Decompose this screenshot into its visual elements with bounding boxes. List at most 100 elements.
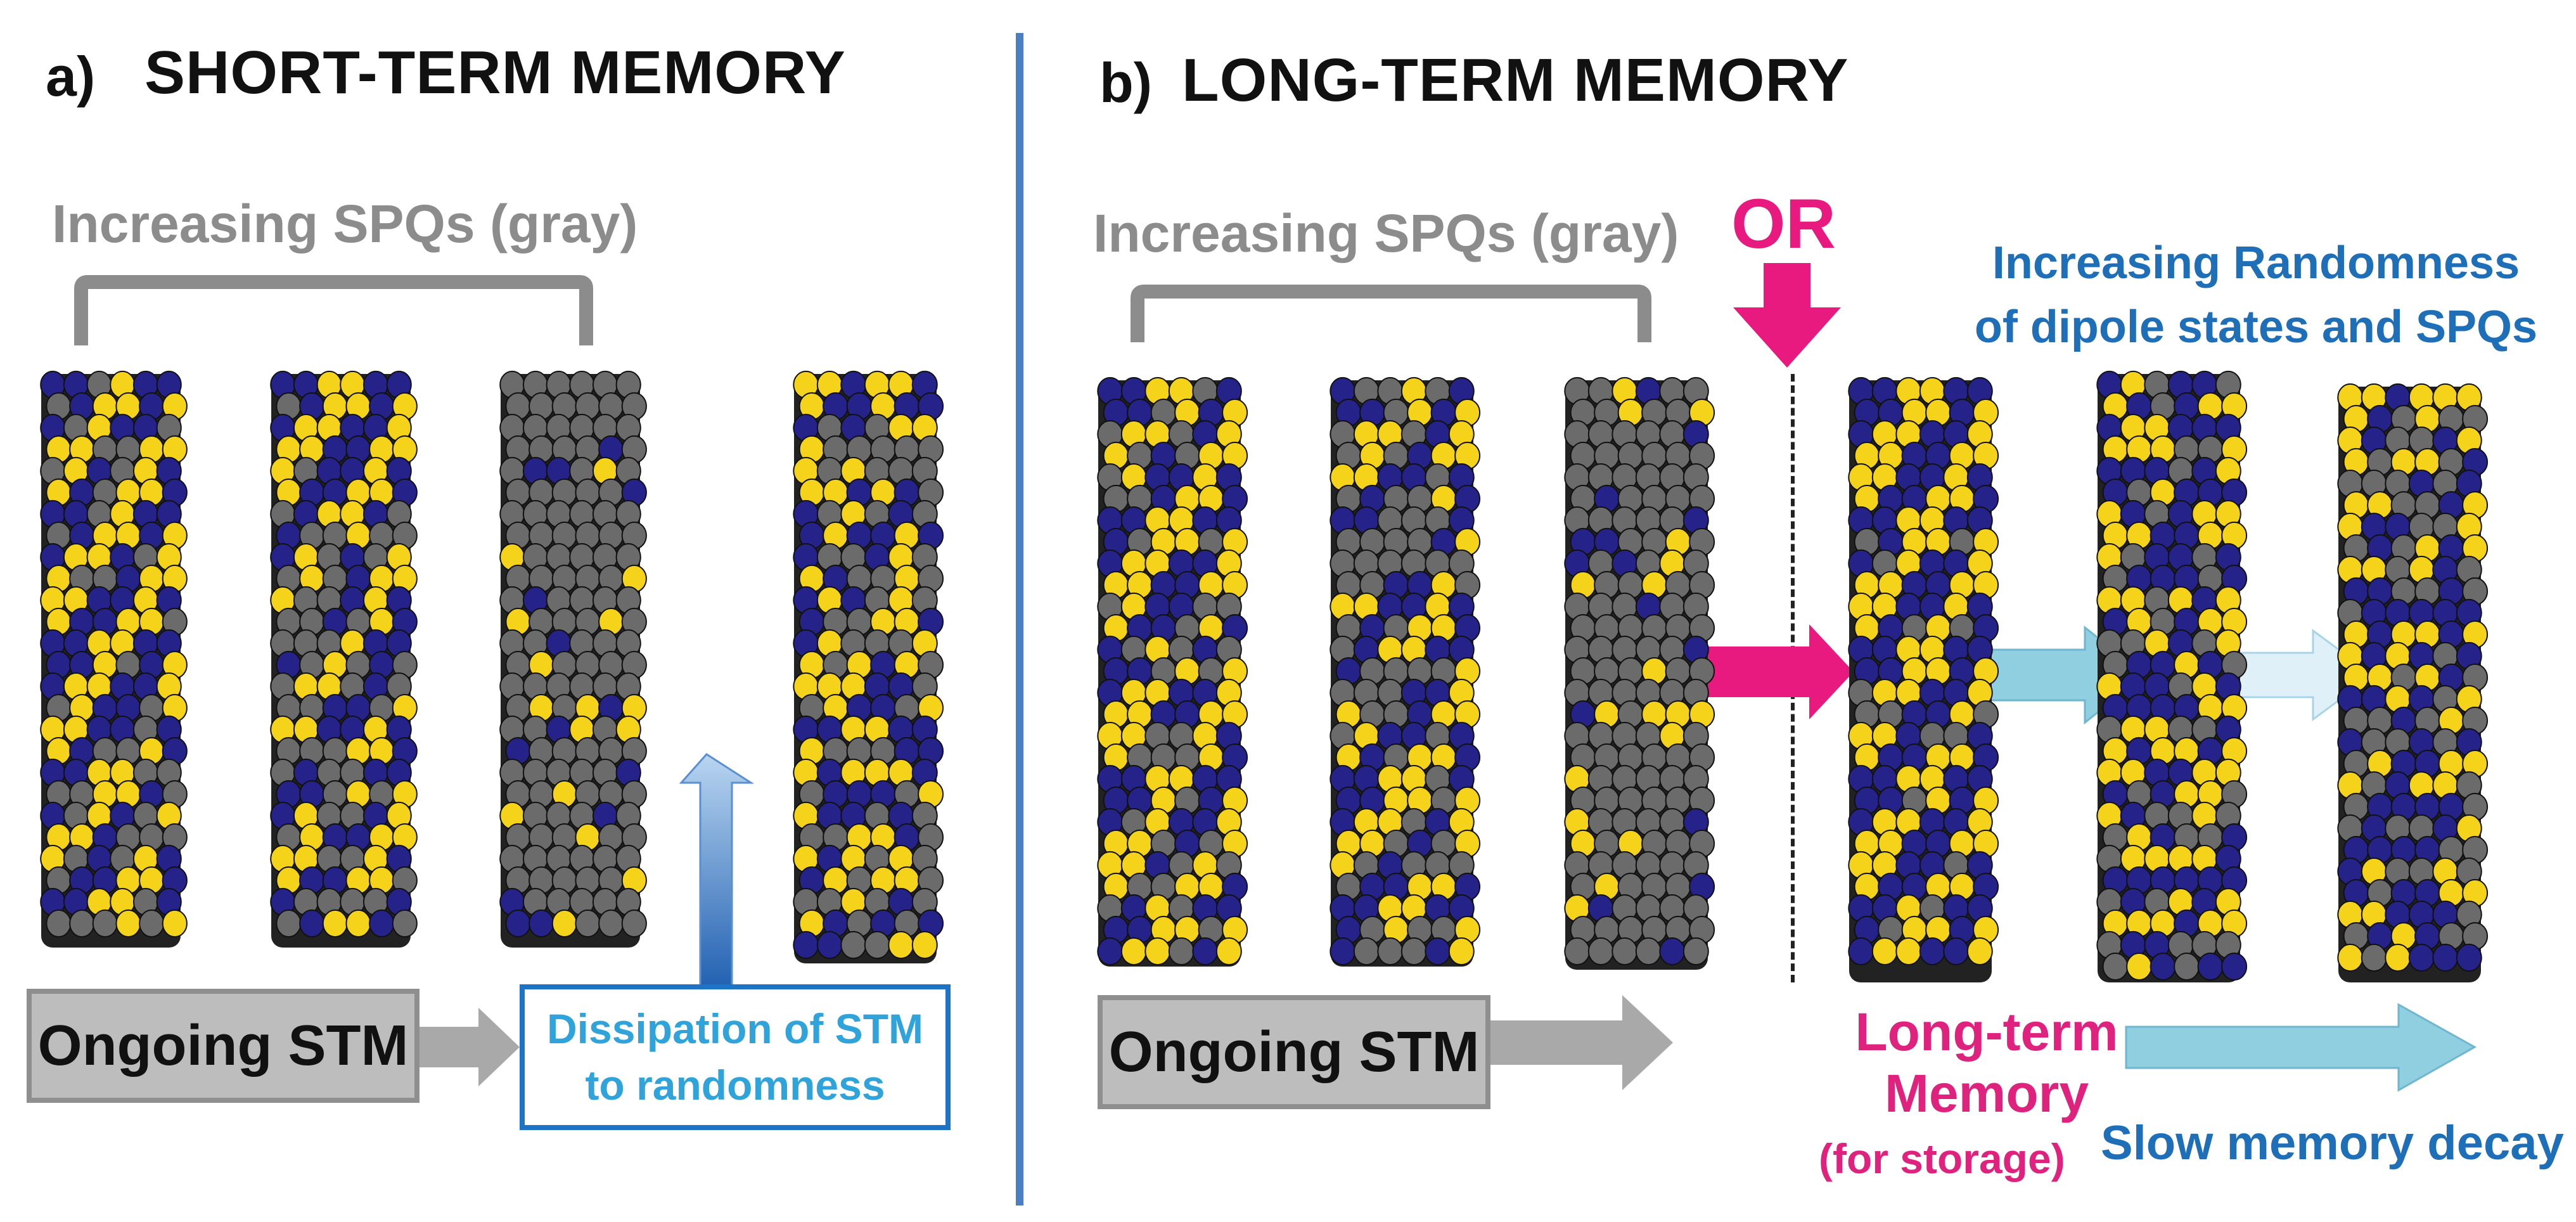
tubulin-dimer bbox=[1400, 937, 1427, 966]
microtubule bbox=[499, 370, 647, 948]
up-arrow-icon bbox=[679, 753, 755, 993]
right-arrow-icon bbox=[1489, 995, 1673, 1090]
ongoing-stm-box-a: Ongoing STM bbox=[27, 989, 420, 1103]
tubulin-dimer bbox=[1192, 937, 1219, 966]
tubulin-dimer bbox=[392, 909, 418, 938]
tubulin-dimer bbox=[575, 909, 601, 938]
tubulin-dimer bbox=[598, 909, 624, 938]
tubulin-dimer bbox=[529, 909, 554, 938]
tubulin-dimer bbox=[345, 909, 371, 938]
tubulin-dimer bbox=[139, 909, 165, 938]
tubulin-dimer bbox=[1966, 937, 1993, 966]
tubulin-dimer bbox=[2385, 943, 2411, 972]
ongoing-stm-box-b: Ongoing STM bbox=[1098, 995, 1490, 1109]
microtubule bbox=[2337, 383, 2489, 982]
slow-decay-label: Slow memory decay bbox=[2101, 1116, 2564, 1170]
panel-a-title: SHORT-TERM MEMORY bbox=[144, 39, 846, 106]
microtubule bbox=[793, 370, 944, 963]
randomness-line-2: of dipole states and SPQs bbox=[1974, 301, 2538, 352]
ltm-line-1: Long-term bbox=[1855, 1002, 2118, 1062]
tubulin-dimer bbox=[2197, 952, 2224, 981]
tubulin-dimer bbox=[816, 930, 843, 960]
tubulin-dimer bbox=[840, 930, 867, 960]
dissipation-line-2: to randomness bbox=[585, 1062, 885, 1109]
microtubules bbox=[40, 370, 2489, 982]
panel-b-title: LONG-TERM MEMORY bbox=[1182, 46, 1849, 114]
right-arrow-icon bbox=[2125, 1003, 2477, 1092]
tubulin-dimer bbox=[2174, 952, 2200, 981]
bracket-icon bbox=[74, 275, 593, 345]
tubulin-dimer bbox=[1564, 937, 1591, 966]
tubulin-dimer bbox=[2408, 943, 2435, 972]
right-arrow-icon bbox=[1689, 624, 1854, 719]
ltm-line-2: Memory bbox=[1884, 1063, 2089, 1123]
tubulin-dimer bbox=[299, 909, 325, 938]
tubulin-dimer bbox=[1425, 937, 1451, 966]
microtubule bbox=[1848, 376, 1999, 982]
tubulin-dimer bbox=[551, 909, 577, 938]
tubulin-dimer bbox=[793, 930, 819, 960]
tubulin-dimer bbox=[92, 909, 118, 938]
microtubule bbox=[1564, 376, 1715, 970]
tubulin-dimer bbox=[2456, 943, 2482, 972]
tubulin-dimer bbox=[1353, 937, 1380, 966]
tubulin-dimer bbox=[2126, 952, 2153, 981]
or-label: OR bbox=[1731, 185, 1836, 263]
microtubule bbox=[40, 370, 188, 948]
tubulin-dimer bbox=[2337, 943, 2364, 972]
tubulin-dimer bbox=[46, 909, 72, 938]
bracket-icon bbox=[1131, 285, 1651, 342]
microtubule bbox=[1097, 376, 1248, 967]
tubulin-dimer bbox=[1168, 937, 1195, 966]
right-arrow-icon bbox=[420, 1008, 520, 1086]
tubulin-dimer bbox=[888, 930, 914, 960]
tubulin-dimer bbox=[2361, 943, 2387, 972]
randomness-line-1: Increasing Randomness bbox=[1992, 238, 2520, 288]
randomness-label: Increasing Randomness of dipole states a… bbox=[1952, 231, 2560, 359]
down-arrow-icon bbox=[1733, 263, 1841, 368]
tubulin-dimer bbox=[322, 909, 348, 938]
ltm-label: Long-term Memory bbox=[1797, 1001, 2177, 1124]
tubulin-dimer bbox=[621, 909, 647, 938]
microtubule bbox=[2096, 370, 2248, 982]
dissipation-line-1: Dissipation of STM bbox=[547, 1005, 923, 1052]
tubulin-dimer bbox=[1587, 937, 1614, 966]
tubulin-dimer bbox=[864, 930, 890, 960]
tubulin-dimer bbox=[2221, 952, 2248, 981]
tubulin-dimer bbox=[1448, 937, 1475, 966]
tubulin-dimer bbox=[1635, 937, 1662, 966]
tubulin-dimer bbox=[2102, 952, 2129, 981]
tubulin-dimer bbox=[1943, 937, 1970, 966]
tubulin-dimer bbox=[505, 909, 531, 938]
panel-divider bbox=[1016, 33, 1023, 1206]
tubulin-dimer bbox=[1144, 937, 1171, 966]
tubulin-dimer bbox=[1848, 937, 1874, 966]
tubulin-dimer bbox=[2432, 943, 2459, 972]
dissipation-box: Dissipation of STM to randomness bbox=[520, 984, 951, 1130]
panel-b-spq-label: Increasing SPQs (gray) bbox=[1093, 203, 1679, 263]
tubulin-dimer bbox=[276, 909, 302, 938]
tubulin-dimer bbox=[911, 930, 938, 960]
tubulin-dimer bbox=[1377, 937, 1404, 966]
microtubule bbox=[1330, 376, 1481, 967]
tubulin-dimer bbox=[1895, 937, 1922, 966]
panel-a-letter: a) bbox=[46, 45, 96, 108]
tubulin-dimer bbox=[69, 909, 95, 938]
tubulin-dimer bbox=[1215, 937, 1242, 966]
tubulin-dimer bbox=[1097, 937, 1124, 966]
tubulin-dimer bbox=[1120, 937, 1147, 966]
tubulin-dimer bbox=[1330, 937, 1356, 966]
tubulin-dimer bbox=[2150, 952, 2176, 981]
tubulin-dimer bbox=[1871, 937, 1898, 966]
tubulin-dimer bbox=[1612, 937, 1638, 966]
tubulin-dimer bbox=[369, 909, 395, 938]
panel-b-letter: b) bbox=[1099, 51, 1153, 114]
microtubule bbox=[270, 370, 418, 948]
tubulin-dimer bbox=[1659, 937, 1686, 966]
panel-a-spq-label: Increasing SPQs (gray) bbox=[52, 194, 638, 254]
tubulin-dimer bbox=[115, 909, 141, 938]
tubulin-dimer bbox=[162, 909, 188, 938]
tubulin-dimer bbox=[1919, 937, 1945, 966]
